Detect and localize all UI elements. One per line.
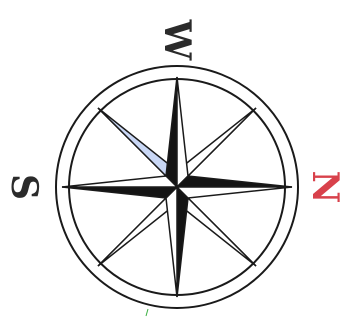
cardinal-points [62, 77, 292, 297]
stray-mark [146, 309, 148, 316]
point-down-light [166, 187, 177, 297]
point-up-dark [166, 77, 177, 187]
label-right: N [304, 171, 346, 204]
point-right-light [177, 187, 292, 198]
label-left: S [3, 174, 45, 200]
point-left-light [62, 176, 177, 187]
point-down-dark [177, 187, 188, 297]
label-top: W [156, 19, 198, 61]
point-left-dark [62, 187, 177, 198]
point-right-dark [177, 176, 292, 187]
point-up-light [177, 77, 188, 187]
